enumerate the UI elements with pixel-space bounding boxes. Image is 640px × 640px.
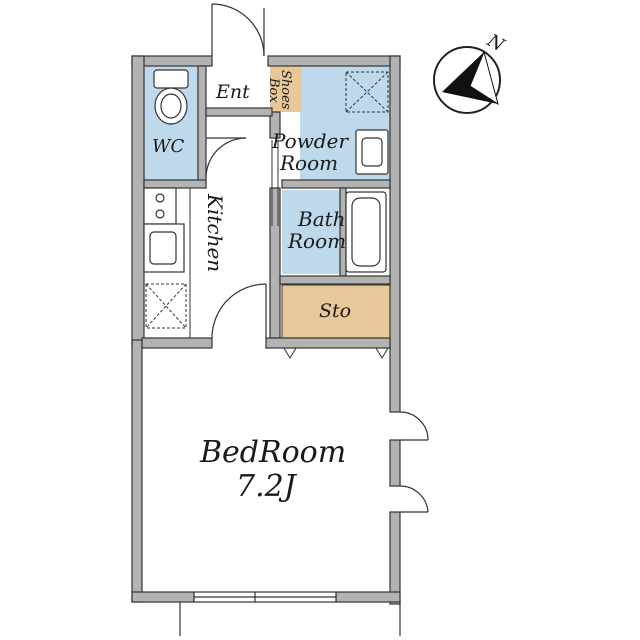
bedroom-size-label: 7.2J	[236, 469, 298, 504]
balcony-window[interactable]	[179, 591, 401, 636]
wc-label: WC	[152, 136, 185, 157]
bath-room-label-line1: Bath	[297, 207, 346, 231]
kitchen-sink-icon	[143, 223, 185, 273]
toilet-icon	[153, 69, 189, 125]
shoes-box-label: Shoes Box	[266, 70, 293, 110]
bedroom-side-windows[interactable]	[399, 411, 429, 513]
washer-space-icon	[345, 71, 389, 113]
powder-room-label-line1: Powder	[271, 129, 349, 153]
shoes-box-label-line1: Shoes	[278, 70, 293, 110]
storage-doors[interactable]	[283, 347, 389, 359]
wash-basin-icon	[355, 129, 389, 175]
entrance-label: Ent	[215, 81, 250, 103]
stove-icon	[143, 187, 177, 225]
kitchen-door[interactable]	[211, 283, 267, 339]
bath-room-area	[282, 190, 340, 274]
entrance-door[interactable]	[211, 3, 265, 57]
powder-room-label-line2: Room	[279, 151, 338, 175]
north-compass-icon: N	[433, 30, 509, 114]
bath-room-label-line2: Room	[287, 229, 346, 253]
powder-room-sliding-door[interactable]	[271, 140, 279, 226]
bathtub-icon	[345, 191, 387, 273]
wc-door[interactable]	[205, 137, 247, 179]
storage-area	[281, 284, 391, 340]
shoes-box-area	[270, 66, 302, 112]
bedroom-label: BedRoom	[199, 435, 346, 470]
shoes-box-label-line2: Box	[266, 77, 281, 103]
fridge-space-icon	[145, 283, 187, 329]
storage-label: Sto	[319, 300, 351, 322]
kitchen-label: Kitchen	[203, 193, 227, 272]
